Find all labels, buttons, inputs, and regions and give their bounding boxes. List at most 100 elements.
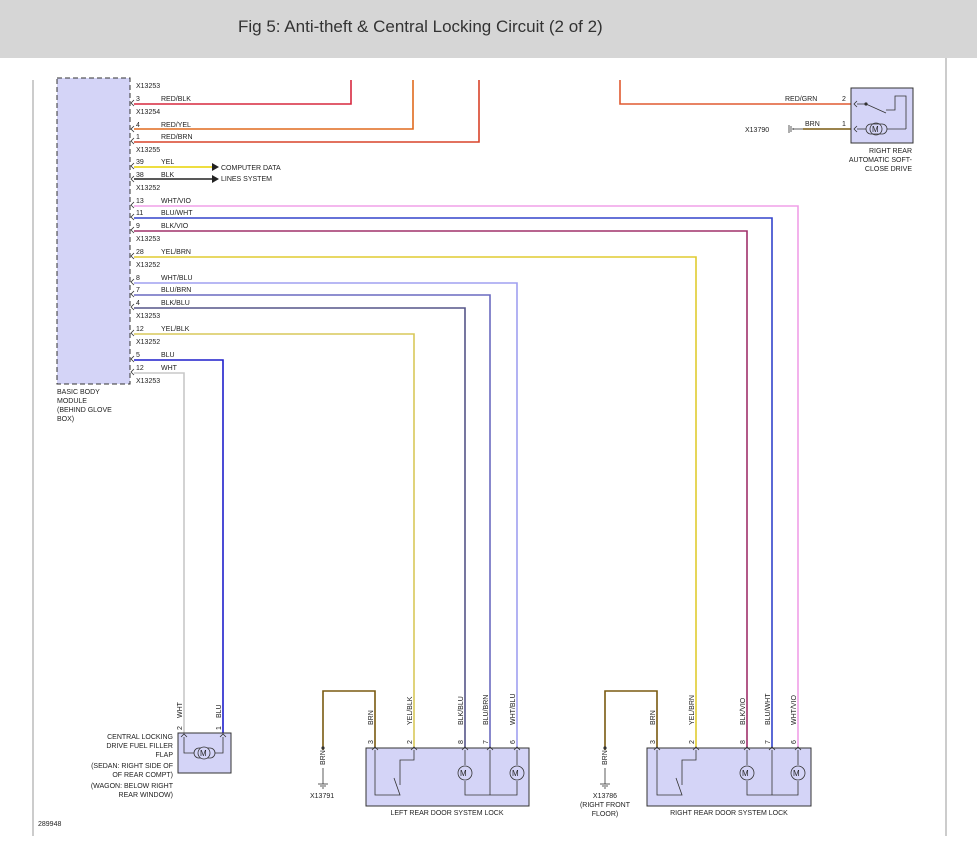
wire-color-label: BRN <box>805 121 820 128</box>
wire-blu-brn <box>134 294 491 750</box>
motor-symbol: M <box>200 749 207 758</box>
pin-number: 4 <box>136 122 140 129</box>
motor-icon <box>509 765 525 781</box>
ground-point <box>603 746 607 750</box>
connector-label: X13253 <box>136 313 160 320</box>
module-label-line: BOX) <box>57 416 74 423</box>
connector-label: X13253 <box>136 378 160 385</box>
wire-color-label: BRN <box>320 750 327 765</box>
pin-number: 1 <box>136 134 140 141</box>
wire-red-grn <box>619 80 851 105</box>
wire-blk-vio <box>134 230 748 750</box>
soft-close-drive: RED/GRN BRN 2 1 X13790 M RIGHT REAR AUTO… <box>619 80 914 173</box>
pin-number: 6 <box>510 740 517 744</box>
pin-number: 8 <box>136 275 140 282</box>
module-label-line: MODULE <box>57 398 87 405</box>
wire-color-label: WHT/VIO <box>161 198 191 205</box>
wire-color-label: WHT <box>161 365 178 372</box>
wire-color-label: BRN <box>650 710 657 725</box>
pin-number: 1 <box>842 121 846 128</box>
component-label: CLOSE DRIVE <box>865 166 912 173</box>
wire-blu-fuel <box>134 359 224 733</box>
pin-number: 2 <box>689 740 696 744</box>
wire-color-label: BLU <box>161 352 175 359</box>
component-label: FLAP <box>155 752 173 759</box>
pin-number: 2 <box>842 96 846 103</box>
connector-label: X13252 <box>136 185 160 192</box>
wire-color-label: YEL/BLK <box>161 326 190 333</box>
motor-body <box>865 123 888 135</box>
pin-number: 12 <box>136 365 144 372</box>
wire-color-label: BLK/BLU <box>161 300 190 307</box>
connector-label: X13253 <box>136 236 160 243</box>
wire-color-label: YEL/BLK <box>407 696 414 725</box>
connector-label: X13252 <box>136 339 160 346</box>
right-lock-box <box>646 747 812 807</box>
wire-color-label: WHT/BLU <box>510 694 517 726</box>
ground-icon <box>788 125 803 133</box>
module-label-line: (BEHIND GLOVE <box>57 407 112 414</box>
connector-label: X13255 <box>136 147 160 154</box>
component-label: REAR WINDOW) <box>119 792 173 799</box>
wire-color-label: BLU/BRN <box>161 287 191 294</box>
motor-symbol: M <box>872 125 879 134</box>
motor-icon <box>790 765 806 781</box>
wire-color-label: WHT <box>177 701 184 718</box>
pin-number: 4 <box>136 300 140 307</box>
ground-label: X13786 <box>593 793 617 800</box>
wire-red-brn <box>134 80 480 143</box>
motor-icon <box>869 122 883 136</box>
connector-label: X13253 <box>136 83 160 90</box>
wire-color-label: BLK <box>161 172 175 179</box>
ground-icon <box>600 768 610 789</box>
pin-number: 6 <box>791 740 798 744</box>
wire-color-label: RED/YEL <box>161 122 191 129</box>
wire-blu-wht <box>134 217 773 750</box>
wire-color-label: BLU/WHT <box>161 210 193 217</box>
pin-number: 2 <box>177 726 184 730</box>
motor-symbol: M <box>793 769 800 778</box>
wire-color-label: RED/BRN <box>161 134 193 141</box>
pin-number: 2 <box>407 740 414 744</box>
switch-contact <box>864 102 868 106</box>
component-label: DRIVE FUEL FILLER <box>106 743 173 750</box>
wire-color-label: BLU/BRN <box>483 695 490 725</box>
component-label: (WAGON: BELOW RIGHT <box>91 783 174 790</box>
wire-red-blk <box>134 80 352 105</box>
component-label: (SEDAN: RIGHT SIDE OF <box>91 763 173 770</box>
pin-number: 7 <box>483 740 490 744</box>
pin-number: 11 <box>136 210 143 217</box>
wire-color-label: BRN <box>368 710 375 725</box>
connector-label: X13252 <box>136 262 160 269</box>
motor-symbol: M <box>460 769 467 778</box>
component-label: RIGHT REAR DOOR SYSTEM LOCK <box>670 810 788 817</box>
pin-number: 5 <box>136 352 140 359</box>
computer-data-arrows <box>212 163 219 183</box>
motor-icon <box>457 765 473 781</box>
pin-number: 7 <box>765 740 772 744</box>
figure-title: Fig 5: Anti-theft & Central Locking Circ… <box>238 17 603 36</box>
computer-data-label: LINES SYSTEM <box>221 176 272 183</box>
pin-number: 8 <box>740 740 747 744</box>
pin-number: 12 <box>136 326 144 333</box>
ground-label: X13791 <box>310 793 334 800</box>
wire-color-label: BLU/WHT <box>765 693 772 725</box>
module-label: BASIC BODY MODULE (BEHIND GLOVE BOX) <box>57 389 112 423</box>
pin-number: 7 <box>136 287 140 294</box>
wire-red-yel <box>134 80 414 130</box>
ground-label: FLOOR) <box>592 811 618 818</box>
component-label: AUTOMATIC SOFT- <box>849 157 913 164</box>
pin-number: 3 <box>368 740 375 744</box>
wire-color-label: BLK/BLU <box>458 696 465 725</box>
ground-label: (RIGHT FRONT <box>580 802 631 809</box>
ground-icon <box>318 768 328 789</box>
pin-number: 3 <box>136 96 140 103</box>
wire-blk-blu <box>134 307 466 750</box>
component-label: RIGHT REAR <box>869 148 912 155</box>
pin-number: 28 <box>136 249 144 256</box>
wire-wht-blu <box>134 282 518 750</box>
pin-number: 1 <box>216 726 223 730</box>
wire-color-label: BLK/VIO <box>740 697 747 725</box>
wire-color-label: WHT/BLU <box>161 275 193 282</box>
